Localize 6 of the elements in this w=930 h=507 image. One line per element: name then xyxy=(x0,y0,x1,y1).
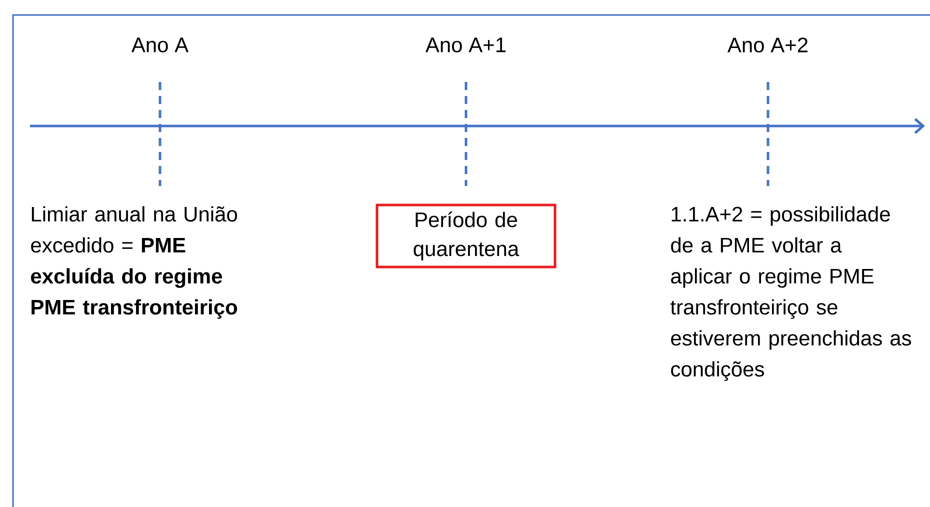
year-label: Ano A+2 xyxy=(727,38,808,52)
period-box: Período de quarentena xyxy=(376,204,556,268)
year-label: Ano A xyxy=(131,38,189,52)
year-label: Ano A+1 xyxy=(425,38,506,52)
note-text: 1.1.A+2 = possibilidade de a PME voltar a aplicar o regime PME transfronteiriço se estiverem preenchidas as condições xyxy=(670,206,911,381)
note-text: Limiar anual na União excedido = PME excluída do regime PME transfronteiriço xyxy=(31,206,238,319)
